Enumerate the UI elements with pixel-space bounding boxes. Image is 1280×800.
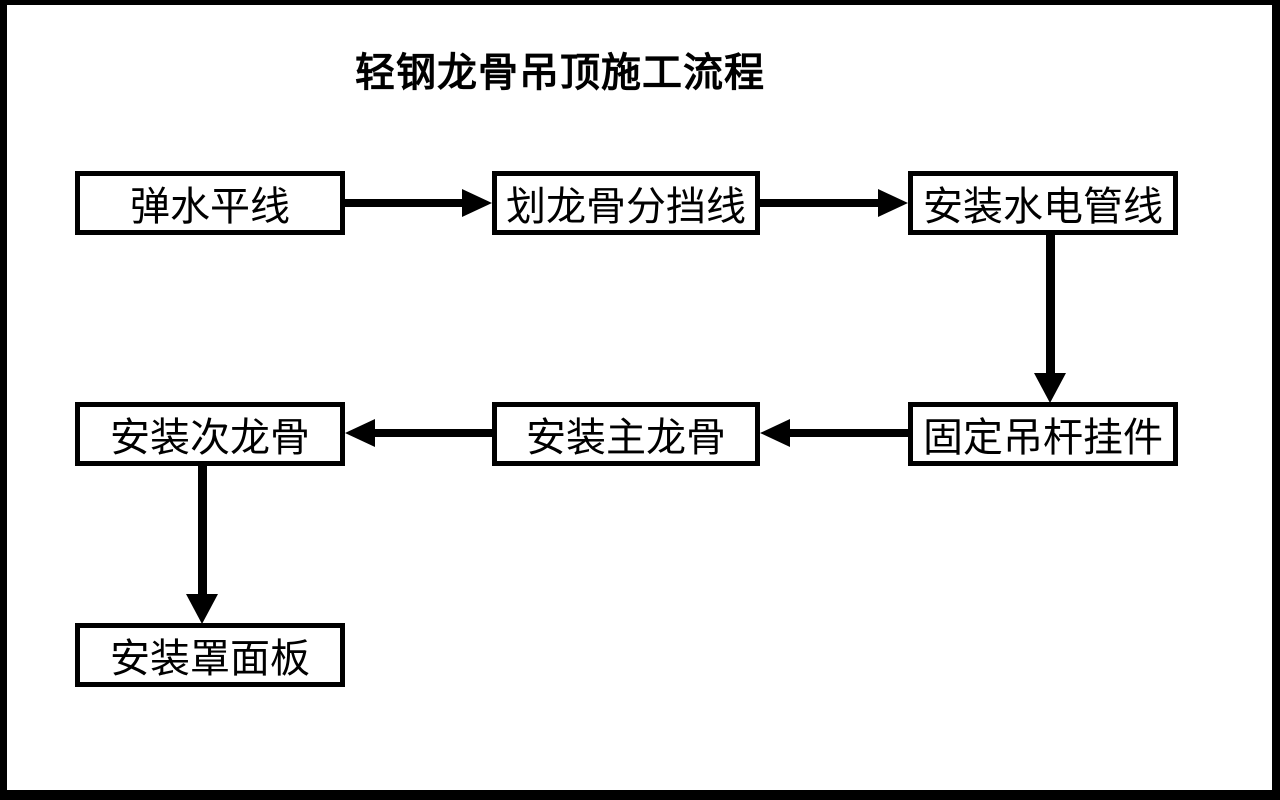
node-fix-hanger-rod-fittings: 固定吊杆挂件 [908, 402, 1178, 466]
node-label: 安装水电管线 [923, 185, 1163, 229]
node-label: 安装罩面板 [110, 637, 310, 681]
node-label: 安装次龙骨 [110, 416, 310, 460]
arrow-right-icon [878, 189, 908, 217]
arrow-left-icon [345, 419, 375, 447]
arrow-down-icon [1034, 373, 1066, 403]
node-install-cover-panel: 安装罩面板 [75, 623, 345, 687]
arrow-3-4-line [1046, 235, 1055, 374]
node-mark-keel-grid-lines: 划龙骨分挡线 [492, 171, 760, 235]
node-install-main-keel: 安装主龙骨 [492, 402, 760, 466]
arrow-1-2-line [345, 199, 464, 207]
arrow-4-5-line [790, 429, 908, 437]
arrow-down-icon [186, 594, 218, 624]
node-install-secondary-keel: 安装次龙骨 [75, 402, 345, 466]
node-label: 固定吊杆挂件 [923, 416, 1163, 460]
node-label: 安装主龙骨 [526, 416, 726, 460]
arrow-2-3-line [760, 199, 878, 207]
node-install-plumbing-electrical: 安装水电管线 [908, 171, 1178, 235]
node-label: 划龙骨分挡线 [506, 185, 746, 229]
diagram-title: 轻钢龙骨吊顶施工流程 [355, 51, 765, 95]
arrow-6-7-line [198, 466, 207, 594]
arrow-left-icon [760, 419, 790, 447]
arrow-5-6-line [375, 429, 492, 437]
node-snap-horizontal-line: 弹水平线 [75, 171, 345, 235]
node-label: 弹水平线 [130, 185, 290, 229]
arrow-right-icon [462, 189, 492, 217]
